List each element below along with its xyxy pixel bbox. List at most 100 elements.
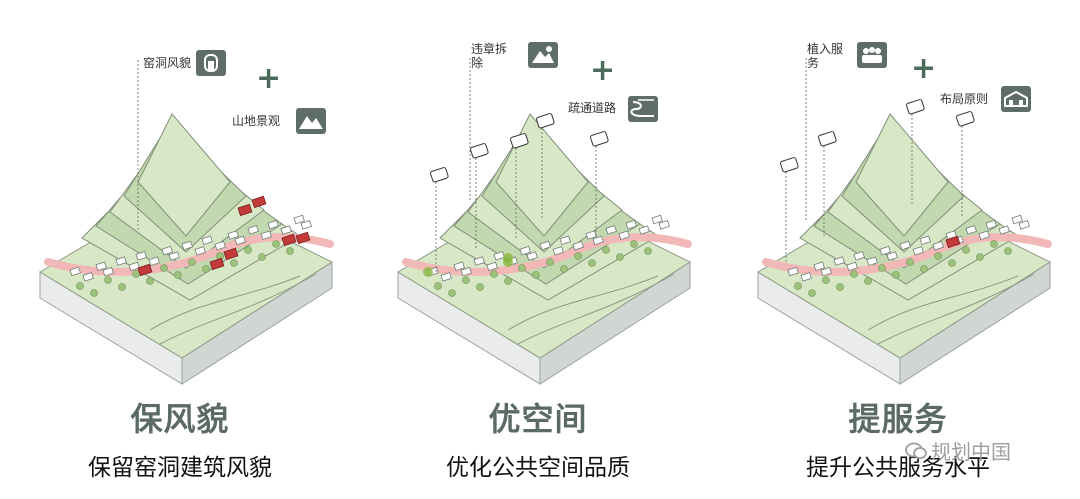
- green-space: [503, 253, 513, 263]
- tree: [160, 264, 168, 272]
- contour-line: [517, 273, 675, 345]
- building: [440, 272, 452, 282]
- building: [846, 261, 858, 272]
- building: [800, 272, 812, 282]
- layout-building-icon: [1001, 86, 1031, 112]
- building: [293, 214, 305, 225]
- plus-sign: +: [256, 61, 282, 96]
- building: [585, 230, 597, 240]
- highlight-building: [237, 203, 253, 217]
- plus-sign: +: [911, 51, 937, 86]
- tree: [546, 258, 554, 266]
- plus-sign: +: [590, 53, 616, 88]
- building: [214, 240, 226, 251]
- building: [201, 235, 213, 246]
- building: [1018, 220, 1030, 230]
- building: [638, 225, 650, 235]
- tree: [118, 283, 126, 291]
- tree: [630, 240, 638, 248]
- building: [168, 251, 180, 261]
- tree: [448, 289, 456, 297]
- tree: [560, 265, 568, 273]
- panel-subtitle: 优化公共空间品质: [446, 455, 630, 481]
- building: [592, 235, 604, 246]
- building: [300, 220, 312, 230]
- building: [932, 240, 944, 251]
- building: [618, 230, 630, 241]
- building: [978, 230, 990, 241]
- tree: [532, 271, 540, 279]
- tree: [808, 289, 816, 297]
- floating-building: [818, 131, 837, 147]
- tree: [504, 277, 512, 285]
- tree: [230, 259, 238, 267]
- floating-building: [536, 113, 555, 129]
- tree: [76, 282, 84, 290]
- building: [493, 251, 505, 261]
- contour-line: [149, 275, 301, 331]
- demolition-icon: [528, 42, 558, 68]
- service-people-icon: [857, 42, 887, 68]
- building: [280, 225, 292, 235]
- highlight-building: [281, 233, 297, 247]
- tree: [104, 276, 112, 284]
- contour-line: [159, 273, 317, 345]
- highlight-building: [137, 263, 153, 277]
- terrain-model-preserve: [39, 60, 334, 385]
- tree: [920, 265, 928, 273]
- main-road: [44, 233, 334, 276]
- building: [552, 246, 564, 256]
- label-mountain-landscape: 山地景观: [232, 114, 281, 128]
- terrain-model-optimize: [397, 58, 692, 385]
- building: [194, 246, 206, 256]
- tree: [602, 246, 610, 254]
- building: [658, 220, 670, 230]
- floating-building: [470, 143, 489, 159]
- building: [519, 245, 531, 256]
- tree: [962, 246, 970, 254]
- terrain-terrace: [855, 113, 949, 237]
- panel-optimize: 违章拆 除 + 疏通道路 优空间 优化公共空间品质: [358, 0, 718, 499]
- tree: [434, 282, 442, 290]
- tree: [462, 276, 470, 284]
- tree: [174, 271, 182, 279]
- building: [486, 261, 498, 272]
- building: [460, 266, 472, 277]
- tree: [836, 283, 844, 291]
- building: [453, 261, 465, 272]
- building: [1011, 214, 1023, 225]
- main-road: [402, 233, 692, 276]
- building: [899, 240, 911, 251]
- building: [866, 256, 878, 267]
- tree: [476, 283, 484, 291]
- building: [919, 235, 931, 246]
- contour-line: [867, 275, 1019, 331]
- tree: [822, 276, 830, 284]
- building: [787, 266, 799, 277]
- panel-preserve: 窑洞风貌 + 山地景观 保风貌 保留窑洞建筑风貌: [0, 0, 360, 499]
- floating-building: [430, 167, 449, 183]
- label-layout-principle: 布局原则: [940, 92, 989, 106]
- floating-building: [590, 131, 609, 147]
- road-unblock-icon: [628, 96, 658, 122]
- panel-subtitle: 提升公共服务水平: [806, 455, 990, 481]
- building: [267, 219, 279, 230]
- tree: [864, 277, 872, 285]
- building: [559, 235, 571, 246]
- label-demolition: 违章拆 除: [471, 42, 508, 70]
- tree: [616, 253, 624, 261]
- tree: [990, 240, 998, 248]
- tree: [850, 270, 858, 278]
- building: [247, 225, 259, 235]
- contour-line: [507, 275, 659, 331]
- building: [625, 219, 637, 230]
- building: [128, 261, 140, 272]
- panel-subtitle: 保留窑洞建筑风貌: [88, 455, 272, 481]
- highlight-building: [223, 247, 239, 261]
- building: [539, 240, 551, 251]
- main-road: [762, 233, 1052, 276]
- tree: [518, 264, 526, 272]
- building: [820, 266, 832, 277]
- panel-title: 提服务: [848, 400, 948, 438]
- wechat-icon: [905, 441, 927, 466]
